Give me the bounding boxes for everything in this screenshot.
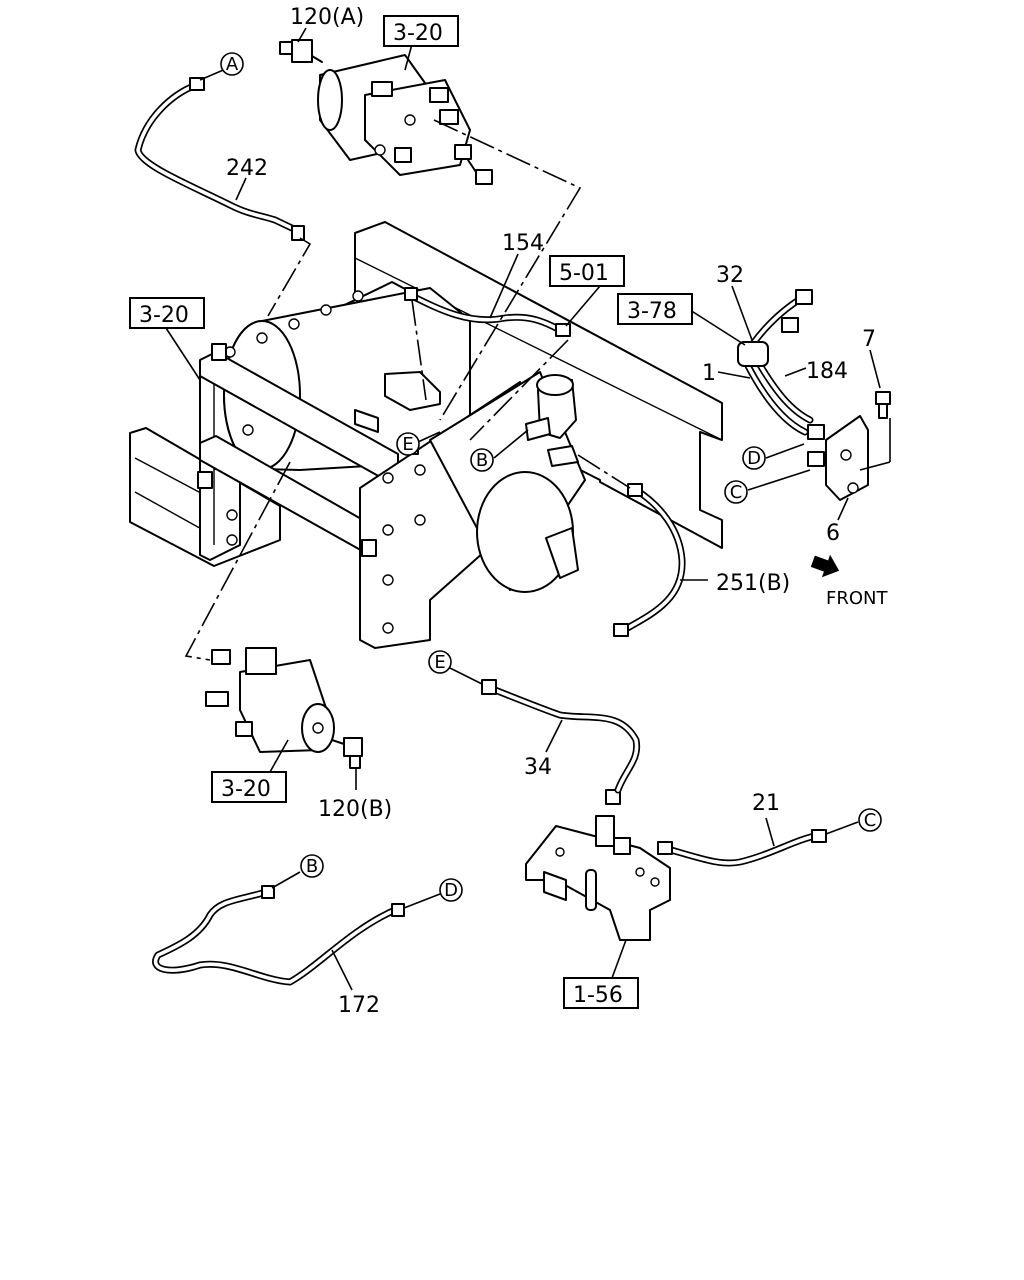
label-32: 32 [716, 263, 744, 288]
label-242: 242 [226, 156, 268, 181]
connector-e-bottom: E [434, 652, 445, 673]
leader-lines [165, 27, 891, 991]
pipe-21 [657, 829, 827, 867]
pipe-172 [152, 885, 405, 986]
reference-boxes: 3-20 3-20 5-01 3-78 3-20 1-56 [129, 15, 693, 1009]
connector-b-bottom: B [306, 856, 318, 877]
label-120b: 120(B) [318, 797, 392, 822]
label-154: 154 [502, 231, 544, 256]
front-arrow-icon [810, 554, 840, 578]
connector-b-frame: B [476, 450, 488, 471]
bottom-mounting-bracket [525, 789, 671, 941]
label-21: 21 [752, 791, 780, 816]
label-172: 172 [338, 993, 380, 1018]
ref-1-56: 1-56 [573, 983, 623, 1008]
front-label: FRONT [826, 588, 888, 609]
connector-d-right: D [747, 448, 761, 469]
part-labels: 120(A) 242 154 32 7 1 184 6 251(B) 34 12… [226, 5, 888, 1018]
connector-a-top: A [226, 54, 239, 75]
connector-e-frame: E [402, 434, 413, 455]
label-184: 184 [806, 359, 848, 384]
connector-c-right: C [730, 482, 743, 503]
fitting-120a [279, 39, 323, 63]
fitting-120b [331, 737, 363, 769]
pipe-251b [613, 483, 686, 637]
connector-d-bottom: D [444, 880, 458, 901]
ref-3-78: 3-78 [627, 299, 677, 324]
ref-3-20-left: 3-20 [139, 303, 189, 328]
connector-c-bottom: C [864, 810, 877, 831]
hose-bracket-assembly [737, 289, 891, 501]
pipe-34 [481, 679, 641, 794]
reference-lines [184, 119, 631, 661]
connector-callouts: A E B D C E C B D [220, 52, 882, 902]
ref-5-01: 5-01 [559, 261, 609, 286]
label-34: 34 [524, 755, 552, 780]
label-7: 7 [862, 327, 876, 352]
label-251b: 251(B) [716, 571, 790, 596]
label-6: 6 [826, 521, 840, 546]
pipe-242 [134, 77, 305, 241]
ref-3-20-bottom: 3-20 [221, 777, 271, 802]
top-valve-assembly [279, 39, 493, 185]
chassis-frame [129, 221, 723, 649]
label-120a: 120(A) [290, 5, 364, 30]
label-1: 1 [702, 361, 716, 386]
bottom-valve-assembly [205, 647, 363, 769]
ref-3-20-top: 3-20 [393, 21, 443, 46]
